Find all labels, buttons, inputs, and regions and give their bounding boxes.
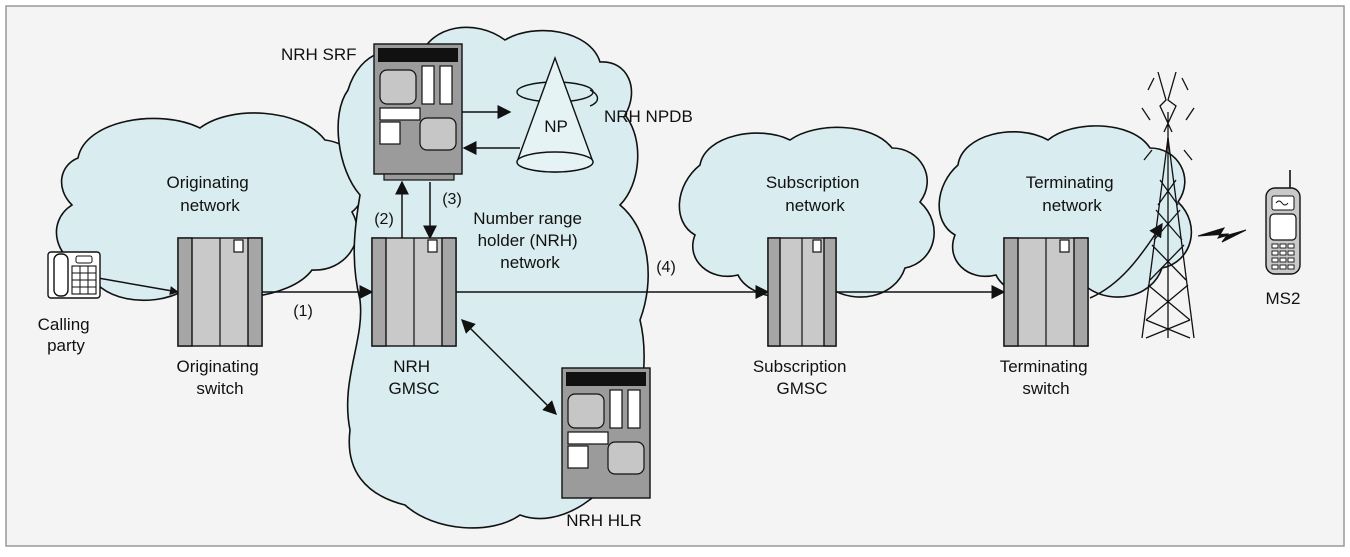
np-label: NP [544,117,568,136]
step-4-label: (4) [656,259,676,276]
subscription-network-label: Subscription network [766,173,864,215]
database-cone-icon [516,55,599,173]
terminating-switch-icon [1003,237,1089,347]
nrh-srf-label: NRH SRF [281,45,357,64]
subscription-gmsc-line-1: Subscription [753,357,847,376]
nrh-network-label: Number range holder (NRH) network [473,209,586,272]
terminating-network-label: Terminating network [1026,173,1119,215]
calling-party-line-1: Calling [38,315,90,334]
subscription-network-line-1: Subscription [766,173,860,192]
nrh-gmsc-line-1: NRH [393,357,430,376]
nrh-npdb-label: NRH NPDB [604,107,693,126]
nrh-network-line-1: Number range [473,209,582,228]
nrh-srf-server-icon [373,43,463,181]
step-2-label: (2) [374,211,394,228]
terminating-network-line-2: network [1042,196,1102,215]
originating-network-line-1: Originating [167,173,249,192]
originating-switch-label: Originating switch [177,357,264,398]
nrh-gmsc-label: NRH GMSC [389,357,440,398]
subscription-gmsc-switch-icon [767,237,837,347]
gmsc-hlr-line [461,319,557,415]
nrh-network-line-2: holder (NRH) [478,231,578,250]
phone-to-originating-switch-line [97,277,179,296]
nrh-network-line-3: network [500,253,560,272]
subscription-gmsc-line-2: GMSC [777,379,828,398]
calling-party-line-2: party [47,336,85,355]
step-3-label: (3) [442,191,462,208]
mobile-phone-icon [1265,170,1301,275]
subscription-network-cloud [678,126,935,299]
terminating-switch-line-2: switch [1022,379,1069,398]
originating-switch-line-1: Originating [177,357,259,376]
originating-switch-icon [177,237,263,347]
originating-switch-line-2: switch [196,379,243,398]
terminating-switch-line-1: Terminating [1000,357,1088,376]
nrh-hlr-label: NRH HLR [566,511,642,530]
originating-network-label: Originating network [167,173,254,215]
telephone-icon [47,251,101,299]
nrh-gmsc-line-2: GMSC [389,379,440,398]
terminating-switch-label: Terminating switch [1000,357,1093,398]
originating-network-cloud [55,112,367,302]
originating-network-line-2: network [180,196,240,215]
terminating-network-line-1: Terminating [1026,173,1114,192]
subscription-gmsc-label: Subscription GMSC [753,357,851,398]
ms2-label: MS2 [1266,289,1301,308]
nrh-gmsc-switch-icon [371,237,457,347]
calling-party-label: Calling party [38,315,95,355]
radio-tower-icon [1141,71,1195,339]
step-1-label: (1) [293,303,313,320]
subscription-network-line-2: network [785,196,845,215]
terminating-network-cloud [938,125,1193,299]
lightning-icon [1197,227,1247,243]
nrh-hlr-server-icon [561,367,651,499]
